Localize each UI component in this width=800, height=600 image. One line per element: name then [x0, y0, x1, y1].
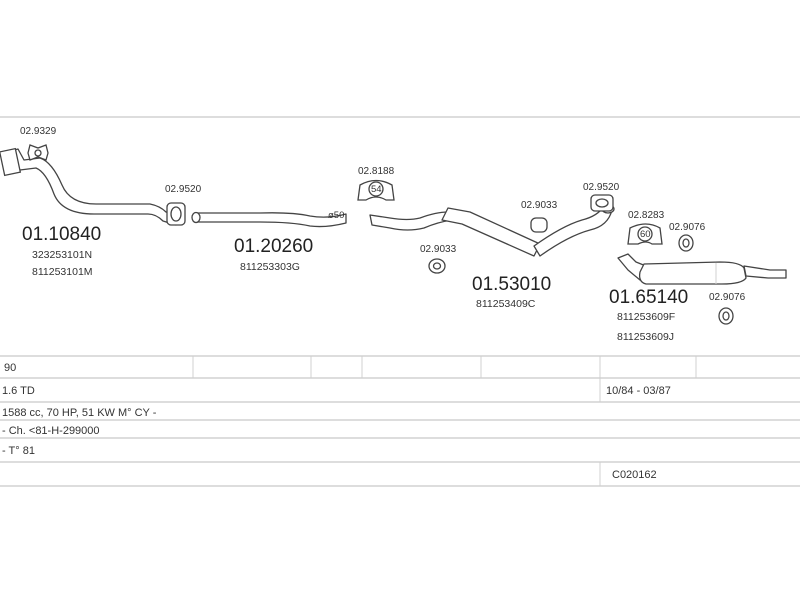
table-type: - T° 81: [2, 445, 35, 457]
intermediate-pipe-drawing: [191, 211, 347, 228]
part-ref-323253101N: 323253101N: [32, 249, 92, 261]
fitting-label-9033-a: 02.9033: [521, 200, 558, 211]
part-number-01-65140: 01.65140: [609, 287, 688, 308]
part-number-01-53010: 01.53010: [472, 274, 551, 295]
fitting-label-9520-a: 02.9520: [165, 184, 202, 195]
table-date-range: 10/84 - 03/87: [606, 385, 671, 397]
pipe-diameter-marker: ø50: [328, 210, 344, 221]
fitting-label-9033-b: 02.9033: [420, 244, 457, 255]
table-model: 90: [4, 362, 16, 374]
fitting-ring-9076-a: [678, 234, 694, 252]
table-code: C020162: [612, 469, 657, 481]
rear-silencer-drawing: [617, 253, 787, 285]
part-ref-811253609F: 811253609F: [617, 311, 675, 323]
part-ref-811253409C: 811253409C: [476, 298, 536, 310]
fitting-label-9076-b: 02.9076: [709, 292, 746, 303]
part-ref-811253101M: 811253101M: [32, 266, 93, 278]
fitting-hanger-9033-b: [428, 258, 446, 274]
fitting-ring-9076-b: [718, 307, 734, 325]
table-spec: 1588 cc, 70 HP, 51 KW M° CY -: [2, 407, 157, 419]
front-pipe-drawing: [0, 147, 179, 226]
fitting-clamp-9520-a: [166, 202, 186, 226]
fitting-clamp-9520-b: [590, 194, 614, 212]
fitting-label-9076-a: 02.9076: [669, 222, 706, 233]
fitting-gasket-9329: [27, 144, 49, 161]
centre-silencer-drawing: [369, 204, 615, 257]
fitting-hanger-9033-a: [530, 217, 548, 233]
table-engine: 1.6 TD: [2, 385, 35, 397]
part-ref-811253303G: 811253303G: [240, 261, 300, 273]
fitting-bracket-8188: [357, 179, 395, 201]
table-chassis: - Ch. <81-H-299000: [2, 425, 100, 437]
fitting-label-8283: 02.8283: [628, 210, 665, 221]
fitting-label-9329: 02.9329: [20, 126, 57, 137]
fitting-label-8188: 02.8188: [358, 166, 395, 177]
part-ref-811253609J: 811253609J: [617, 331, 674, 343]
clamp-size-54: 54: [371, 184, 382, 195]
fitting-bracket-8283: [627, 223, 663, 245]
part-number-01-10840: 01.10840: [22, 224, 101, 245]
clamp-size-60: 60: [640, 229, 651, 240]
application-table: [0, 355, 800, 487]
fitting-label-9520-b: 02.9520: [583, 182, 620, 193]
part-number-01-20260: 01.20260: [234, 236, 313, 257]
